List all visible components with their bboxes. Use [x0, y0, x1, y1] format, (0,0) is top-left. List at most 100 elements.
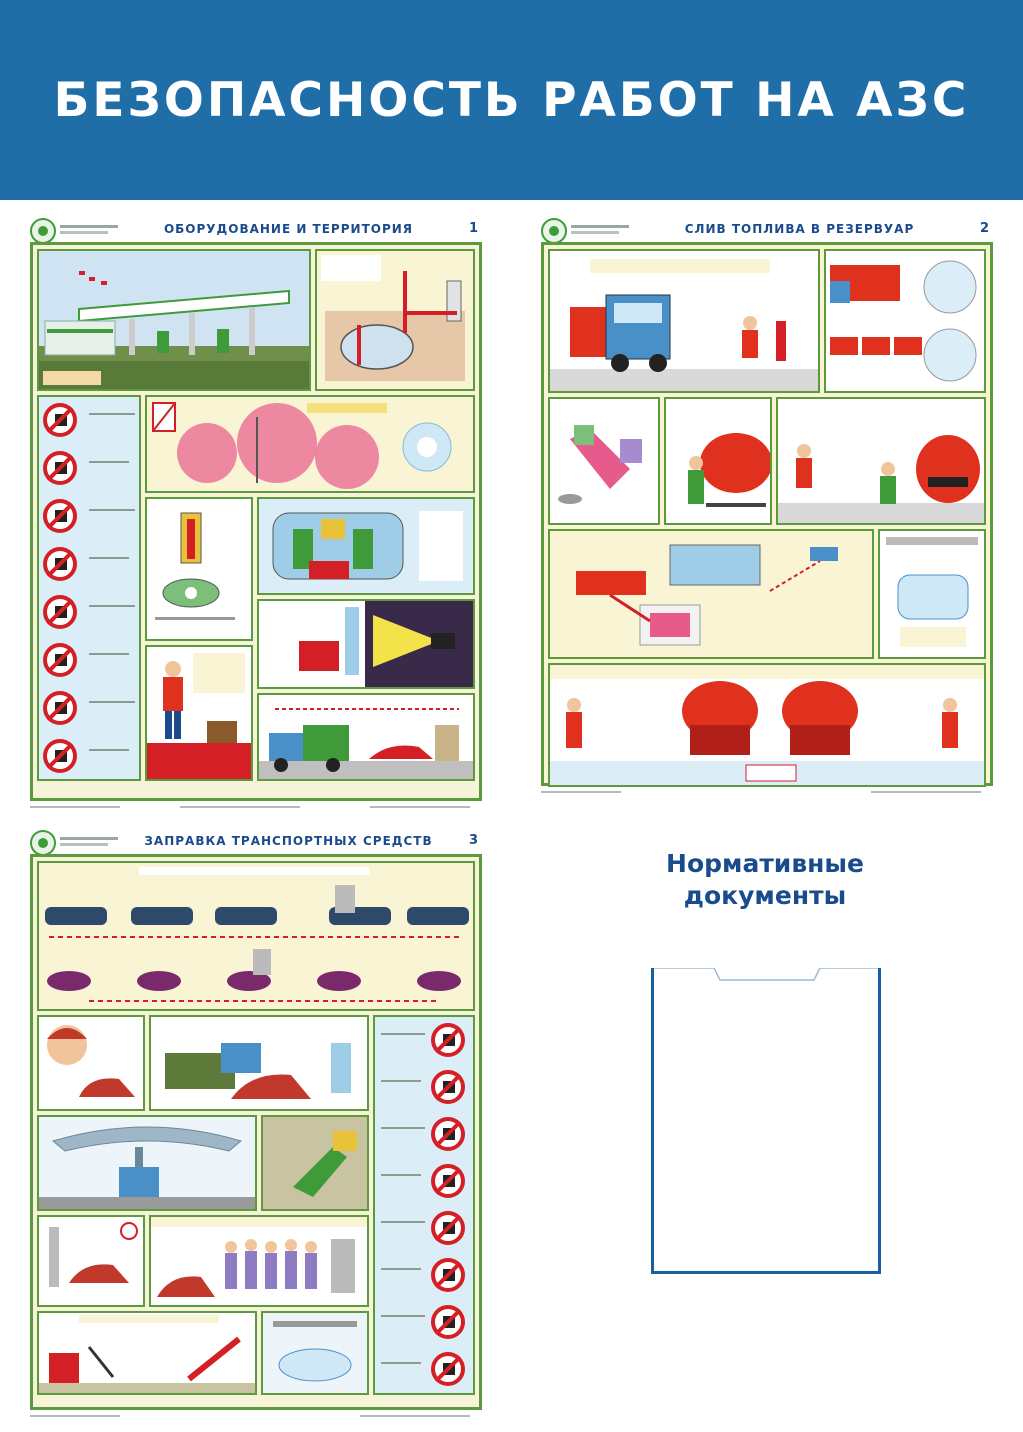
no-engine-running-sign-icon [43, 499, 77, 533]
passengers-illustration [151, 1217, 367, 1297]
refueling-queue-illustration [165, 1043, 351, 1099]
publisher-mark [60, 843, 108, 846]
header-banner: БЕЗОПАСНОСТЬ РАБОТ НА АЗС [0, 0, 1023, 200]
spill-cleanup-illustration [550, 665, 984, 785]
approach-order-panel [37, 861, 475, 1011]
poster-header: ОБОРУДОВАНИЕ И ТЕРРИТОРИЯ 1 [30, 216, 482, 246]
tank-scheme-panel [315, 249, 475, 391]
queue-at-pump-panel [149, 1015, 369, 1111]
gas-station-illustration [39, 271, 309, 389]
station-canopy-illustration [39, 1117, 255, 1209]
poster-number: 1 [468, 221, 478, 236]
no-car-sign-icon [431, 1258, 465, 1292]
poster-footer [30, 803, 482, 813]
no-passengers-sign-icon [431, 1305, 465, 1339]
passengers-panel [149, 1215, 369, 1307]
fuel-nozzle-illustration [263, 1117, 367, 1209]
poster-frame [541, 242, 993, 787]
spill-localization-panel [37, 1311, 257, 1395]
discharge-process-panel [776, 397, 986, 525]
breathing-valve-panel [145, 497, 253, 641]
nozzle-panel [261, 1115, 369, 1211]
driver-illustration [47, 1025, 135, 1097]
underground-tank-diagram [317, 251, 473, 389]
no-canister-sign-icon [431, 1164, 465, 1198]
pump-cutaway-panel [257, 497, 475, 595]
vehicles-illustration [259, 708, 473, 779]
no-fuel-pump-sign-icon [43, 451, 77, 485]
poster-header: СЛИВ ТОПЛИВА В РЕЗЕРВУАР 2 [541, 216, 993, 246]
no-glass-container-sign-icon [431, 1352, 465, 1386]
prohibition-signs-column [37, 395, 141, 781]
no-synthetic-clothes-sign-icon [43, 691, 77, 725]
poster-header: ЗАПРАВКА ТРАНСПОРТНЫХ СРЕДСТВ 3 [30, 828, 482, 858]
tanker-arrival-illustration [550, 259, 818, 391]
poster-frame [30, 242, 482, 801]
vehicles-panel [257, 693, 475, 781]
valve-diagram [155, 512, 235, 620]
gas-station-photo [37, 249, 311, 391]
tanker-hose-illustration [688, 433, 770, 507]
no-repair-sign-icon [43, 595, 77, 629]
page-title: БЕЗОПАСНОСТЬ РАБОТ НА АЗС [53, 72, 970, 128]
no-open-fire-sign-icon [43, 547, 77, 581]
documents-heading-line1: Нормативные [666, 849, 864, 878]
publisher-mark [60, 837, 118, 840]
barrier-illustration [49, 1222, 138, 1287]
logo-icon [30, 830, 56, 856]
poster-title: ОБОРУДОВАНИЕ И ТЕРРИТОРИЯ [163, 222, 414, 236]
station-scheme-panel [548, 529, 874, 659]
poster-vehicle-refueling: ЗАПРАВКА ТРАНСПОРТНЫХ СРЕДСТВ 3 [30, 828, 482, 1422]
worker-illustration [147, 653, 251, 779]
tank-fill-diagram [880, 531, 984, 657]
tanker-arrival-panel [548, 249, 820, 393]
prohibited-actions-column [373, 1015, 475, 1395]
fuel-sampling-illustration [558, 425, 642, 504]
no-motorcycle-sign-icon [431, 1117, 465, 1151]
poster-frame [30, 854, 482, 1410]
poster-equipment-territory: ОБОРУДОВАНИЕ И ТЕРРИТОРИЯ 1 [30, 216, 482, 813]
publisher-mark [571, 231, 619, 234]
pocket-notch [654, 968, 878, 981]
barrier-panel [37, 1215, 145, 1307]
discharge-control-panel [664, 397, 772, 525]
no-smoking-sign-icon [43, 403, 77, 437]
explosive-zones-diagram [152, 402, 452, 489]
canopy-panel [37, 1115, 257, 1211]
dispenser-lighting-illustration [259, 601, 473, 687]
publisher-mark [60, 225, 118, 228]
discharge-process-illustration [778, 435, 984, 523]
tank-filling-limit-panel [878, 529, 986, 659]
poster-footer [541, 788, 993, 798]
tank-vapor-diagram [263, 1313, 367, 1393]
pump-cutaway-diagram [272, 511, 463, 581]
no-phone-sign-icon [431, 1211, 465, 1245]
tank-vapor-panel [261, 1311, 369, 1395]
logo-icon [30, 218, 56, 244]
poster-number: 2 [979, 221, 989, 236]
sampling-panel [548, 397, 660, 525]
no-engine-running-sign-icon [431, 1070, 465, 1104]
poster-title: СЛИВ ТОПЛИВА В РЕЗЕРВУАР [684, 222, 915, 236]
poster-title: ЗАПРАВКА ТРАНСПОРТНЫХ СРЕДСТВ [144, 834, 433, 848]
poster-fuel-discharge: СЛИВ ТОПЛИВА В РЕЗЕРВУАР 2 [541, 216, 993, 798]
grounding-panel [824, 249, 986, 393]
no-car-wash-sign-icon [43, 643, 77, 677]
spill-cleanup-panel [548, 663, 986, 787]
driver-panel [37, 1015, 145, 1111]
dispenser-lighting-panel [257, 599, 475, 689]
vehicle-queue-illustration [45, 867, 469, 1002]
documents-heading: Нормативные документы [600, 848, 930, 912]
poster-footer [30, 1412, 482, 1422]
document-pocket[interactable] [651, 968, 881, 1274]
no-children-sign-icon [43, 739, 77, 773]
documents-heading-line2: документы [683, 881, 847, 910]
poster-number: 3 [468, 833, 478, 848]
grounding-illustration [826, 251, 984, 391]
publisher-mark [60, 231, 108, 234]
publisher-mark [571, 225, 629, 228]
worker-uniform-panel [145, 645, 253, 781]
no-fire-sign-icon [431, 1023, 465, 1057]
station-discharge-scheme [550, 531, 872, 657]
logo-icon [541, 218, 567, 244]
